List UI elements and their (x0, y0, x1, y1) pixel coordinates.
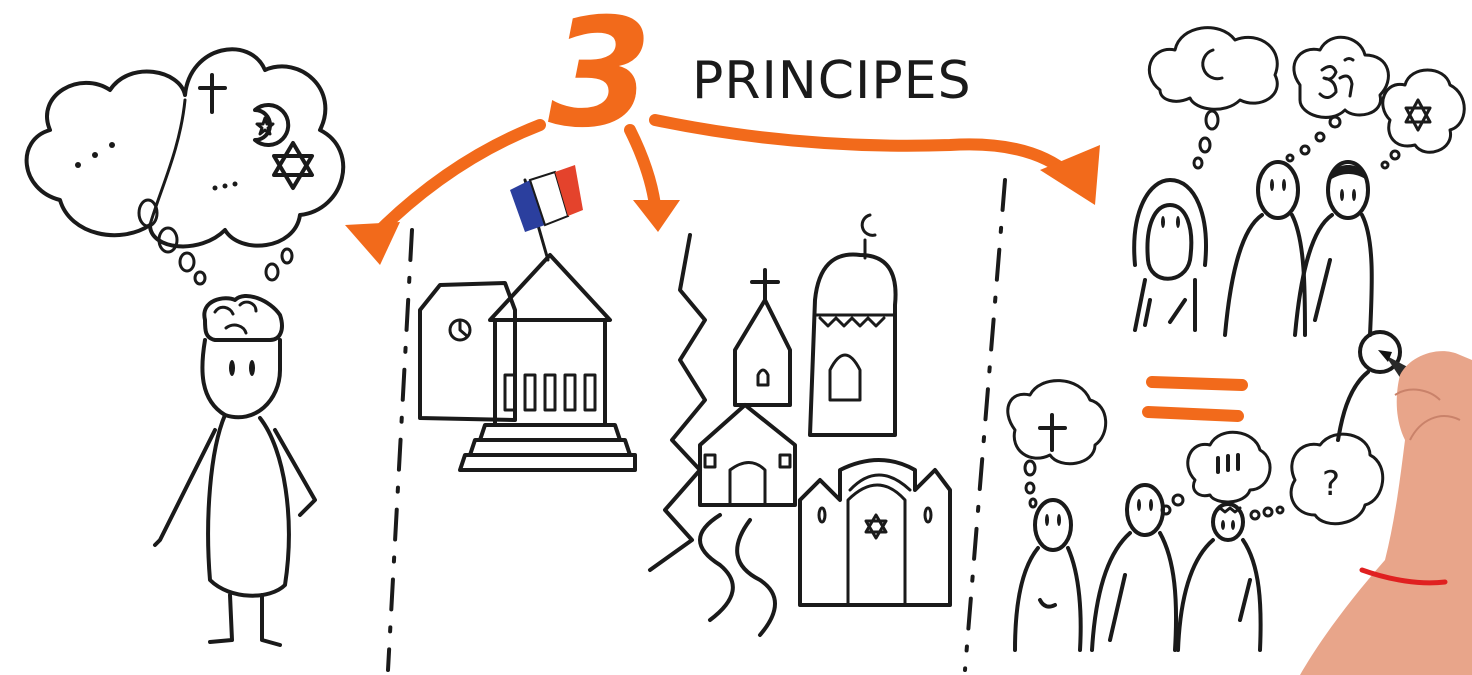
arrow-right (649, 114, 1100, 205)
zigzag-separator (648, 233, 707, 572)
thought-cloud-crescent (1147, 26, 1279, 170)
path-lines (698, 513, 777, 637)
person-plain-top (1223, 160, 1307, 337)
divider-left (386, 228, 414, 672)
mosque (808, 213, 898, 437)
arrow-middle (624, 124, 680, 232)
synagogue (798, 458, 952, 607)
thinking-person (153, 294, 317, 647)
thought-cloud-large (24, 47, 346, 249)
person-bottom-left (1013, 498, 1083, 652)
equals-sign (1142, 376, 1248, 422)
cross-icon (198, 73, 227, 114)
government-building (458, 253, 637, 472)
hand-with-marker (1300, 350, 1472, 675)
red-wristband (1359, 567, 1448, 586)
chapel (698, 403, 797, 507)
small-ellipsis-icon (212, 181, 238, 191)
town-hall (418, 281, 517, 422)
question-mark-icon: ? (1322, 464, 1340, 504)
star-of-david-icon (272, 141, 314, 190)
person-hat (1293, 160, 1374, 337)
thought-cloud-ellipsis (1160, 430, 1272, 516)
church (733, 268, 792, 407)
thought-cloud-star (1380, 68, 1466, 170)
thought-cloud-question: ? (1289, 432, 1385, 526)
thought-cloud-om (1285, 35, 1390, 163)
person-being-drawn (1336, 330, 1402, 442)
ellipsis-icon (75, 142, 115, 168)
arrow-left (345, 119, 546, 265)
person-veiled (1132, 178, 1208, 332)
french-flag (510, 165, 583, 262)
crescent-star-icon (253, 103, 291, 147)
person-bottom-right (1176, 502, 1285, 652)
thought-cloud-cross (1006, 379, 1108, 509)
headline-title: PRINCIPES (692, 51, 972, 111)
divider-right (963, 178, 1007, 672)
thought-bubbles (137, 198, 294, 286)
